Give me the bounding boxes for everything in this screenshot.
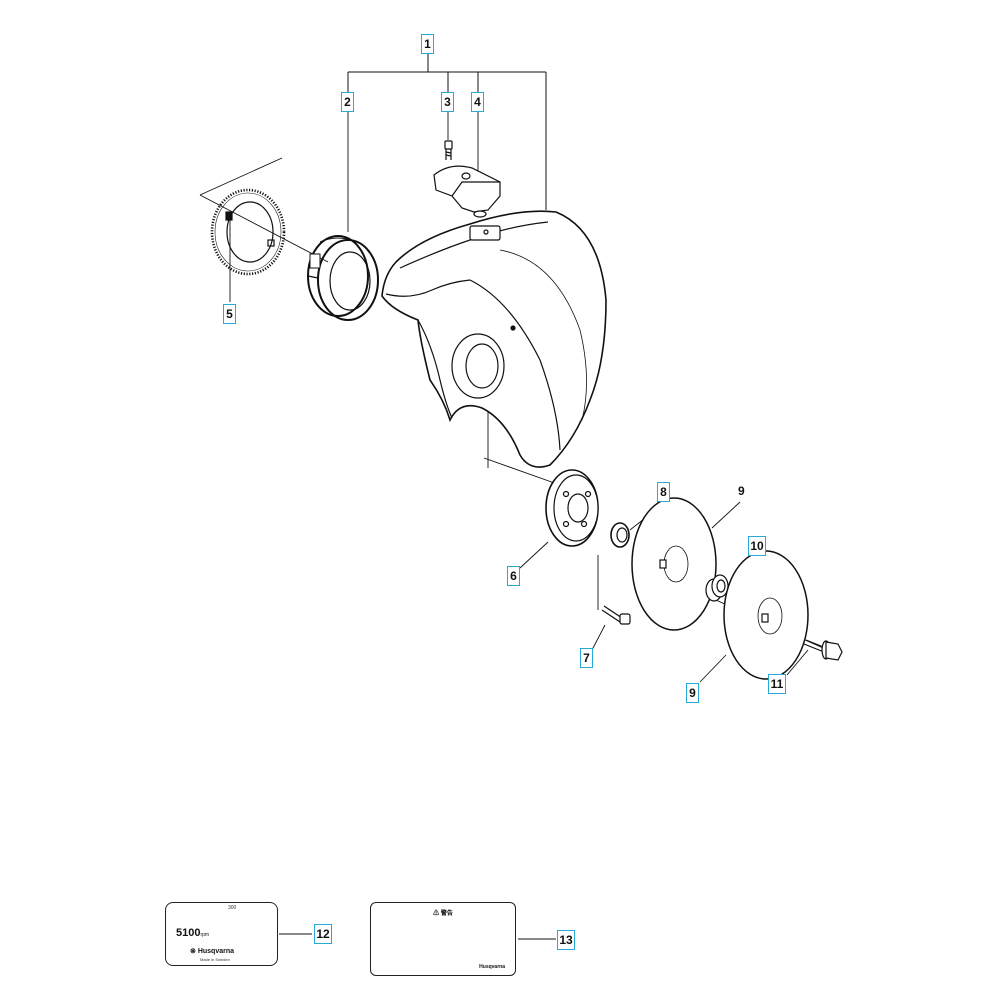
callout-12[interactable]: 12 [314,924,332,944]
part-6-flange [545,469,599,547]
callout-2[interactable]: 2 [341,92,354,112]
part-8-washer [610,522,630,548]
part-7-bolt [601,605,631,625]
callout-11[interactable]: 11 [768,674,786,694]
part-2-ring [307,235,379,321]
part-4-handle [433,165,501,218]
callout-10[interactable]: 10 [748,536,766,556]
part-9-disc-b [723,550,809,680]
decal-warning-label: ⚠ 警告 Husqvarna [370,902,516,976]
part-1-blade-guard [381,210,607,468]
callout-7[interactable]: 7 [580,648,593,668]
part-9-disc-a [631,497,717,631]
part-10-bushing [705,574,729,602]
part-11-bolt [803,639,843,661]
part-5-toothed-ring [210,188,286,276]
callout-5[interactable]: 5 [223,304,236,324]
assembly-bracket-lines [347,54,547,210]
callout-13[interactable]: 13 [557,930,575,950]
decal-rpm-label: 300 5100rpm ⊗ Husqvarna Made in Sweden [165,902,278,966]
decal-speed: 5100rpm [176,927,210,939]
callout-6[interactable]: 6 [507,566,520,586]
callout-3[interactable]: 3 [441,92,454,112]
decal-dimension: 300 [228,905,237,911]
decal-brand: ⊗ Husqvarna [190,948,234,955]
decal-warning-title: ⚠ 警告 [433,911,453,917]
callout-1[interactable]: 1 [421,34,434,54]
decal-warning-brand: Husqvarna [479,964,505,970]
part-3-screw [444,140,453,160]
decal-origin: Made in Sweden [200,957,230,962]
callout-9-bottom[interactable]: 9 [686,683,699,703]
callout-8[interactable]: 8 [657,482,670,502]
callout-9-top: 9 [738,484,745,498]
callout-4[interactable]: 4 [471,92,484,112]
